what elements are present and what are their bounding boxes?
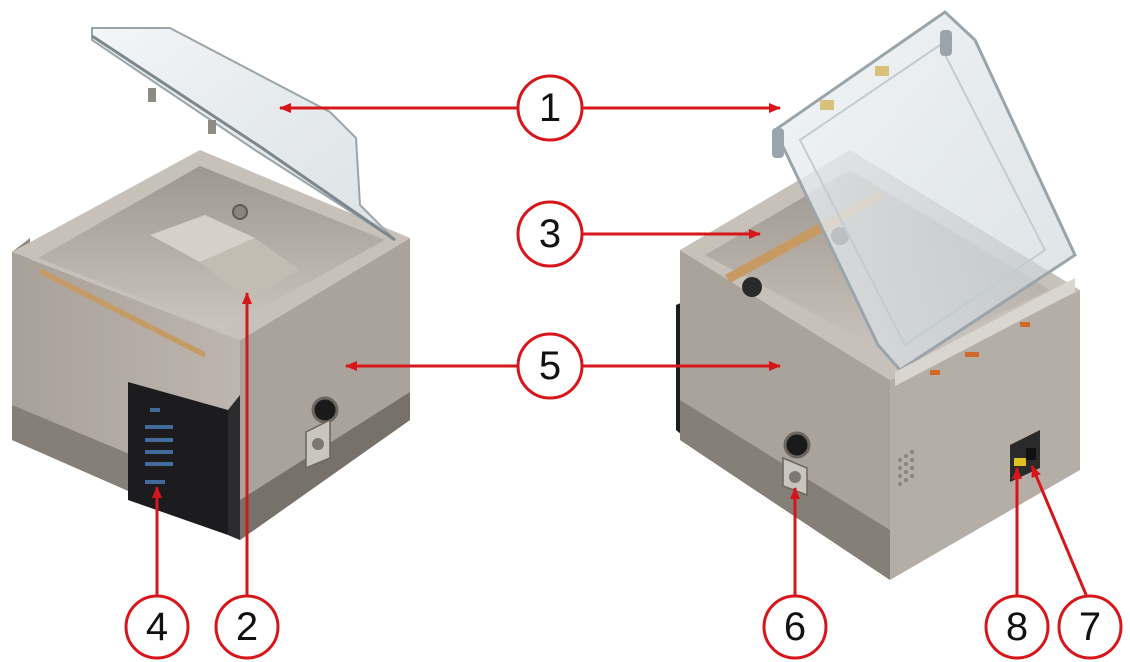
rear-lid-inner <box>798 43 1047 347</box>
callout-8: 8 <box>984 594 1050 660</box>
chamber-insert <box>150 215 255 262</box>
power-switch <box>1014 458 1026 466</box>
callout-1: 1 <box>516 74 584 142</box>
chamber-insert-side <box>200 238 300 300</box>
callout-5: 5 <box>516 332 584 400</box>
lid-frame <box>91 34 396 242</box>
rear-lid-handle <box>772 128 784 158</box>
callout-7-label: 7 <box>1079 605 1101 649</box>
callout-6-label: 6 <box>784 605 806 649</box>
machine-rear-view <box>676 10 1080 580</box>
chamber-valve <box>232 204 248 220</box>
vacuum-port <box>311 396 339 424</box>
vent-grille <box>898 450 914 486</box>
rear-wiring-strip <box>895 278 1075 386</box>
rear-bracket-bolt <box>789 471 801 483</box>
machine-front-view <box>12 27 410 540</box>
rear-lid-hinge-1 <box>820 100 834 110</box>
rear-wiring-connectors <box>930 322 1030 375</box>
callout-4-label: 4 <box>146 605 168 649</box>
bracket-bolt <box>312 438 324 450</box>
control-panel-edge <box>228 395 240 540</box>
callout-arrows <box>152 103 1089 598</box>
rear-lid-handle-2 <box>940 30 952 56</box>
callout-6: 6 <box>762 594 828 660</box>
callout-1-label: 1 <box>539 86 561 130</box>
rear-machine-left-base <box>680 400 890 580</box>
callout-5-label: 5 <box>539 344 561 388</box>
rear-lid-hinge-2 <box>875 66 889 76</box>
callout-3-label: 3 <box>539 212 561 256</box>
machine-right-body <box>240 238 410 540</box>
callout-2-label: 2 <box>236 605 258 649</box>
machine-base-band-side <box>240 392 410 540</box>
callout-8-label: 8 <box>1006 605 1028 649</box>
rear-chamber-valve <box>742 277 762 297</box>
callout-4: 4 <box>124 594 190 660</box>
lid-hinge-right <box>208 120 216 134</box>
sealing-bar-front <box>40 268 205 358</box>
power-socket <box>1026 448 1036 460</box>
callout-3: 3 <box>516 200 584 268</box>
callout-7: 7 <box>1057 594 1123 660</box>
callout-2: 2 <box>214 594 280 660</box>
arrow-7 <box>1030 465 1089 598</box>
rear-vacuum-port <box>783 431 811 459</box>
control-panel-display <box>145 408 173 484</box>
lid-hinge-left <box>148 88 156 102</box>
